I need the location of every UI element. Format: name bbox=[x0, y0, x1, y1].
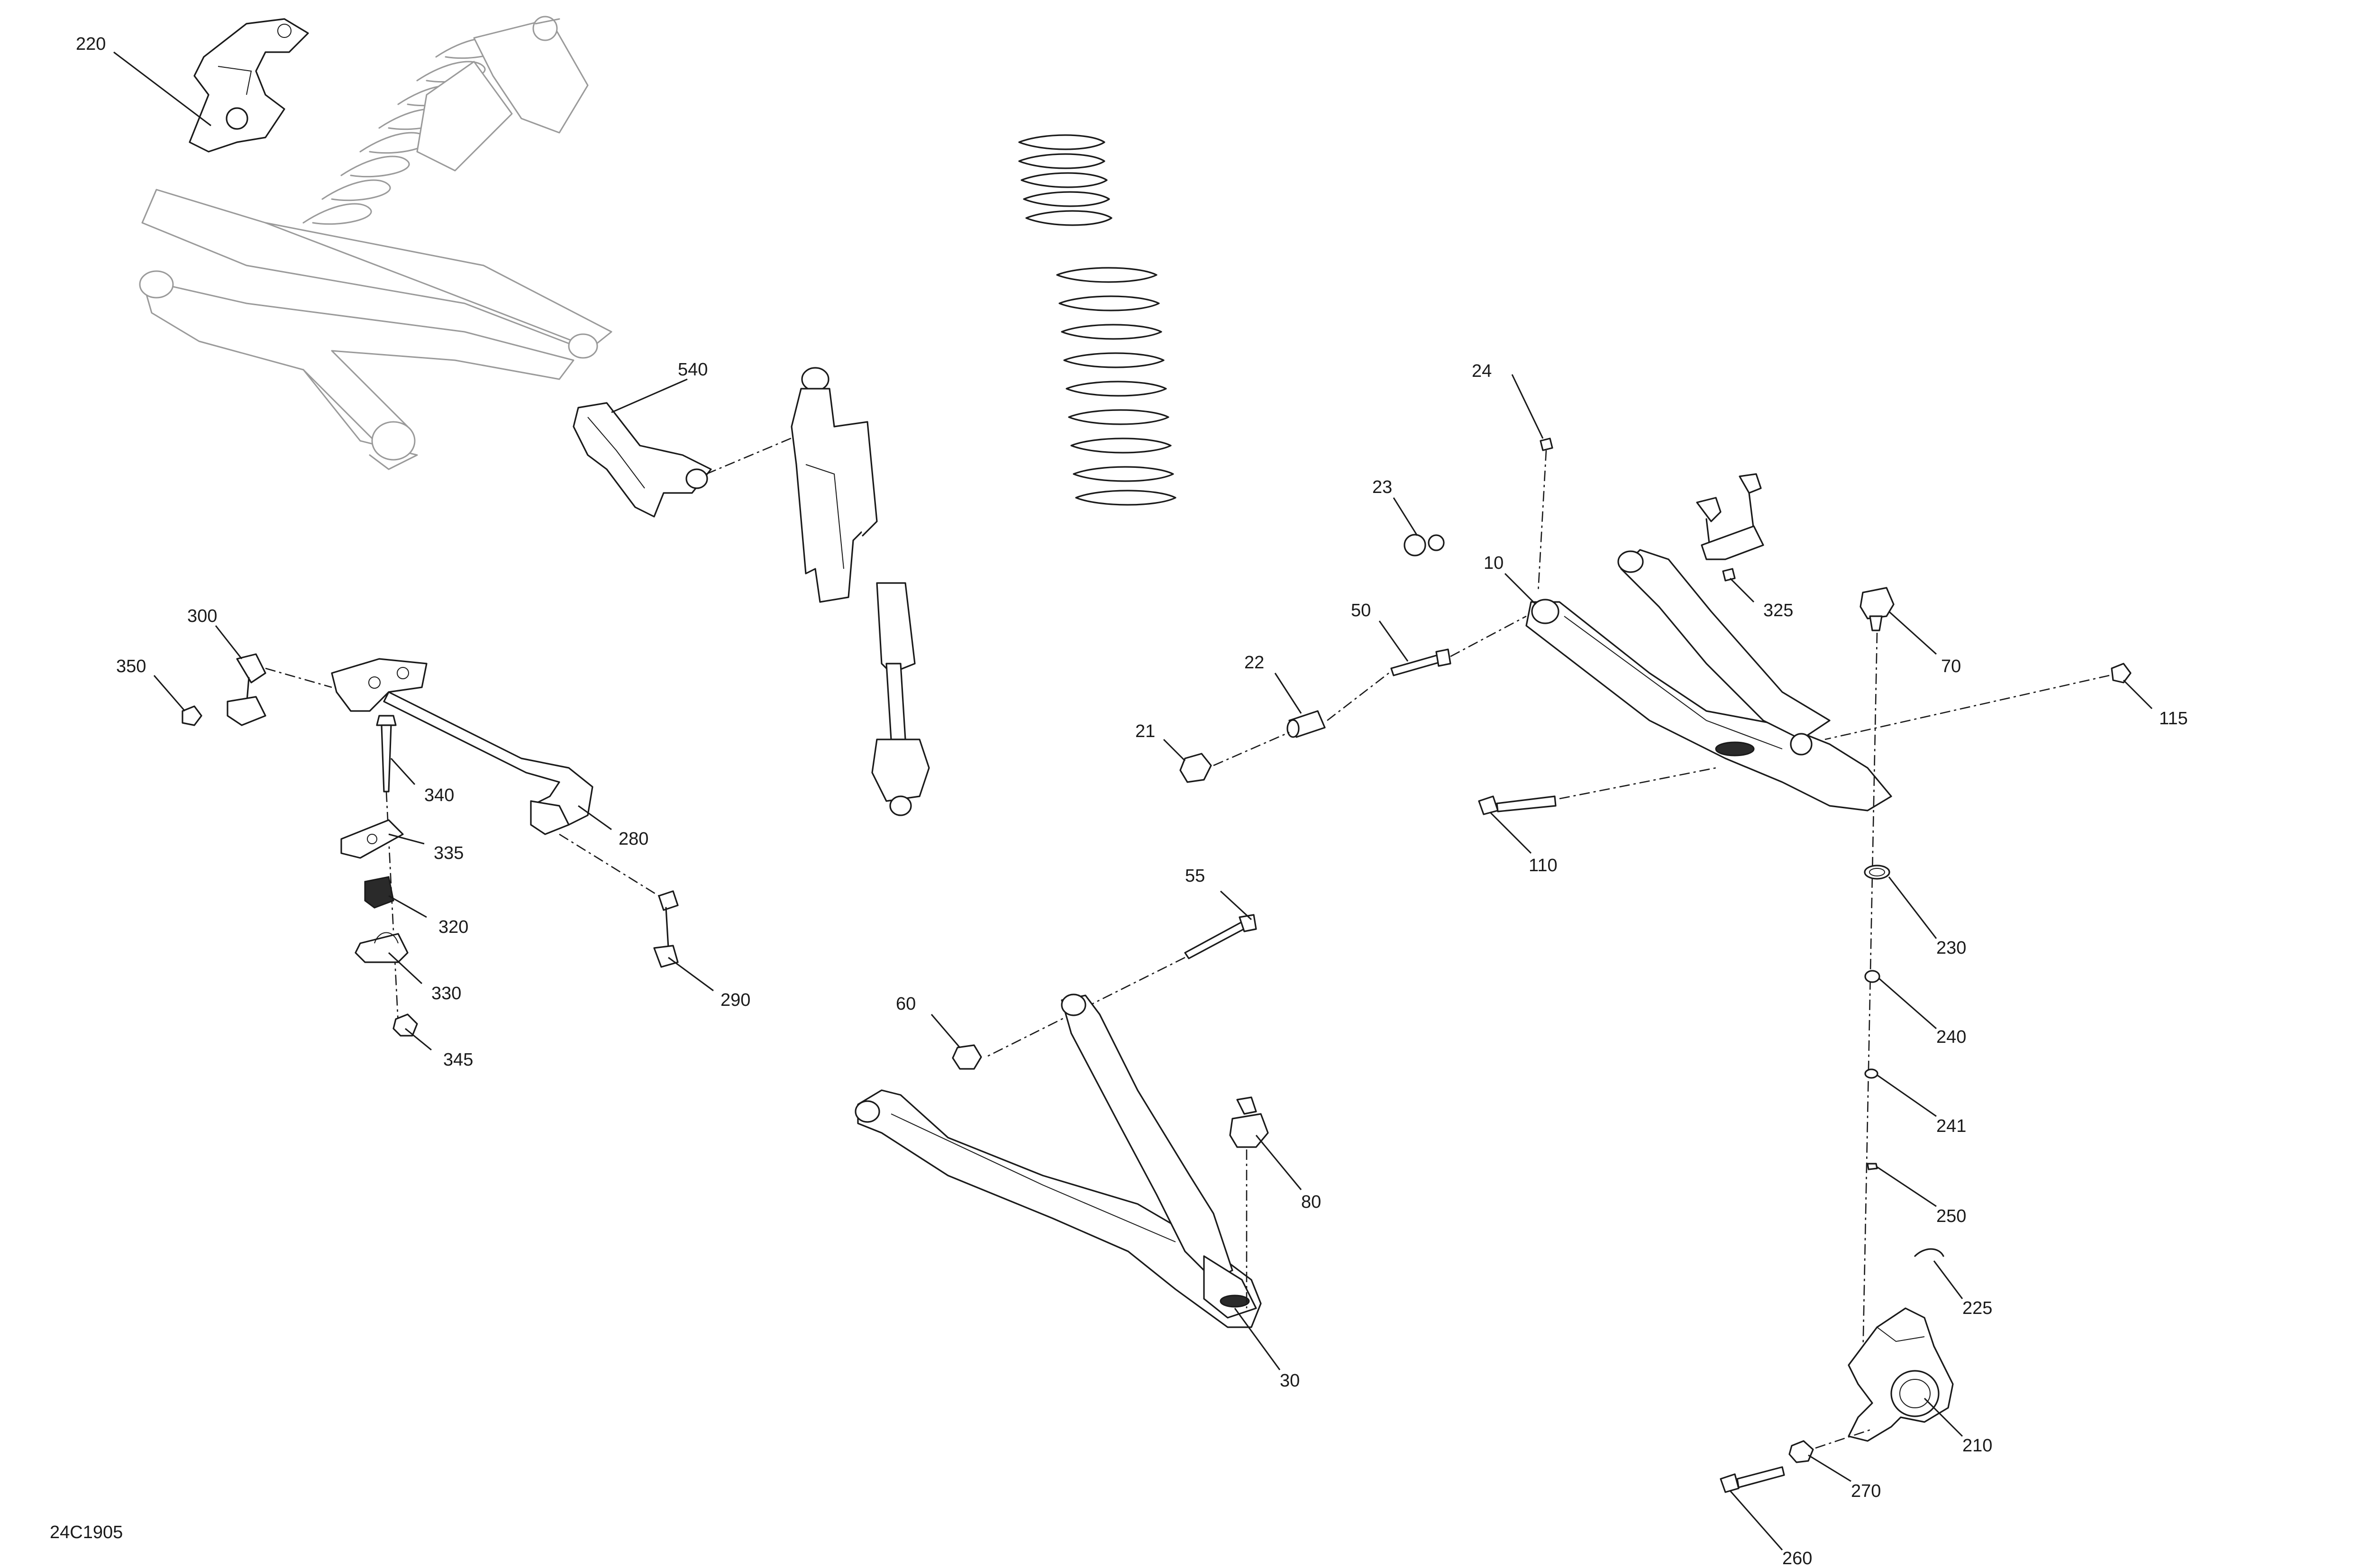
callout-260: 260 bbox=[1782, 1549, 1812, 1568]
callout-115: 115 bbox=[2159, 709, 2188, 729]
callout-70: 70 bbox=[1941, 656, 1961, 676]
callout-350: 350 bbox=[116, 656, 146, 676]
callout-225: 225 bbox=[1962, 1298, 1992, 1318]
callout-50: 50 bbox=[1351, 601, 1371, 620]
part-270-nut bbox=[1788, 1428, 1873, 1463]
part-70-ball-joint bbox=[1860, 587, 1895, 1361]
leader-lines bbox=[113, 51, 2153, 1550]
callout-220: 220 bbox=[76, 34, 106, 54]
part-10-upper-a-arm bbox=[1525, 549, 1892, 811]
callout-80: 80 bbox=[1301, 1192, 1321, 1212]
coil-spring-lower bbox=[1056, 267, 1176, 506]
coil-spring-upper bbox=[1018, 134, 1112, 226]
callout-230: 230 bbox=[1936, 938, 1966, 958]
part-23-washer bbox=[1404, 534, 1445, 556]
part-24-grease-fitting bbox=[1537, 438, 1553, 593]
part-110-bolt bbox=[1478, 767, 1716, 815]
part-325-ball-joint-bracket bbox=[1696, 473, 1764, 582]
part-345-nut bbox=[392, 1013, 418, 1037]
part-21-nut bbox=[1179, 731, 1290, 783]
part-220-knuckle-bracket bbox=[189, 18, 309, 153]
part-60-nut bbox=[952, 1044, 982, 1070]
assembly-overview-ghost bbox=[139, 16, 612, 470]
part-300-link-upper bbox=[227, 653, 332, 726]
callout-280: 280 bbox=[619, 829, 648, 849]
callout-241: 241 bbox=[1936, 1116, 1966, 1136]
callout-10: 10 bbox=[1484, 553, 1504, 573]
shock-absorber bbox=[791, 367, 930, 816]
callout-30: 30 bbox=[1280, 1371, 1300, 1391]
callout-60: 60 bbox=[896, 994, 916, 1014]
part-335-clamp-plate bbox=[340, 819, 404, 859]
part-241-washer bbox=[1864, 1068, 1878, 1079]
part-280-stabilizer-bar bbox=[331, 658, 659, 897]
part-22-sleeve bbox=[1286, 672, 1389, 738]
callout-300: 300 bbox=[187, 606, 217, 626]
callout-24: 24 bbox=[1472, 361, 1492, 381]
callout-23: 23 bbox=[1372, 477, 1392, 497]
part-340-bolt bbox=[376, 715, 399, 1024]
part-260-bolt bbox=[1720, 1466, 1785, 1493]
part-55-bolt bbox=[985, 914, 1257, 1058]
part-225-circlip bbox=[1914, 1248, 1944, 1257]
callout-21: 21 bbox=[1135, 721, 1155, 741]
part-320-bushing bbox=[364, 876, 394, 909]
callout-345: 345 bbox=[443, 1050, 473, 1070]
callout-540: 540 bbox=[678, 360, 708, 380]
part-330-bracket bbox=[355, 932, 409, 963]
part-115-nut bbox=[1824, 663, 2132, 740]
part-290-link-lower bbox=[653, 890, 679, 968]
part-240-washer bbox=[1864, 970, 1880, 983]
part-540-shock-bracket bbox=[573, 402, 797, 518]
part-50-bolt bbox=[1390, 615, 1527, 676]
part-250-cotter-pin bbox=[1867, 1163, 1878, 1170]
callout-325: 325 bbox=[1763, 601, 1793, 620]
callout-labels: 220 540 300 350 340 335 320 330 345 280 … bbox=[76, 34, 2188, 1568]
callout-290: 290 bbox=[720, 990, 750, 1010]
callout-210: 210 bbox=[1962, 1436, 1992, 1456]
part-210-steering-knuckle bbox=[1848, 1307, 1954, 1442]
callout-250: 250 bbox=[1936, 1206, 1966, 1226]
part-350-nut bbox=[182, 705, 202, 726]
part-230-seal-ring bbox=[1864, 865, 1890, 880]
part-30-lower-a-arm bbox=[855, 994, 1262, 1328]
callout-22: 22 bbox=[1244, 653, 1264, 673]
callout-330: 330 bbox=[431, 984, 461, 1003]
callout-55: 55 bbox=[1185, 866, 1205, 886]
callout-240: 240 bbox=[1936, 1027, 1966, 1047]
callout-110: 110 bbox=[1529, 856, 1558, 875]
callout-335: 335 bbox=[434, 843, 464, 863]
callout-270: 270 bbox=[1851, 1481, 1881, 1501]
callout-320: 320 bbox=[438, 917, 468, 937]
drawing-code: 24C1905 bbox=[50, 1522, 123, 1542]
callout-340: 340 bbox=[424, 785, 454, 805]
